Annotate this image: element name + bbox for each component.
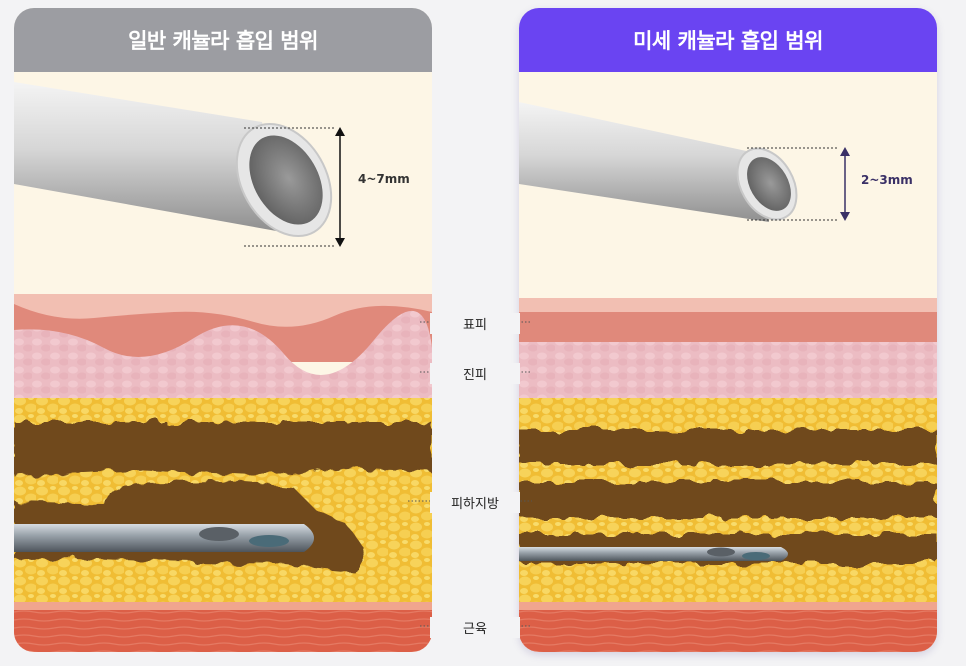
epidermis-label: 표피: [430, 313, 520, 334]
diameter-label: 2~3mm: [861, 173, 913, 187]
aspirated-fat-area: [519, 430, 937, 564]
diameter-label: 4~7mm: [358, 172, 410, 186]
muscle-layer: [519, 604, 937, 652]
micro-cannula-panel: 미세 캐뉼라 흡입 범위 2~3mm: [519, 8, 937, 652]
cannula-needle: [519, 547, 788, 561]
standard-cannula-illustration: [14, 82, 432, 652]
dermis-label: 진피: [430, 363, 520, 384]
subcutaneous-fat-label: 피하지방: [430, 492, 520, 513]
standard-cannula-panel: 일반 캐뉼라 흡입 범위: [14, 8, 432, 652]
micro-cannula-illustration: [519, 102, 937, 652]
cannula-tube: [14, 82, 333, 238]
dermis-layer: [14, 310, 432, 402]
dermis-layer: [519, 342, 937, 402]
diameter-dimension: [747, 147, 850, 221]
panel-title: 일반 캐뉼라 흡입 범위: [14, 8, 432, 72]
panel-title: 미세 캐뉼라 흡입 범위: [519, 8, 937, 72]
cannula-tube: [519, 102, 798, 222]
muscle-label: 근육: [430, 617, 520, 638]
cannula-needle: [14, 524, 314, 552]
diameter-dimension: [244, 127, 345, 247]
muscle-layer: [14, 604, 432, 652]
